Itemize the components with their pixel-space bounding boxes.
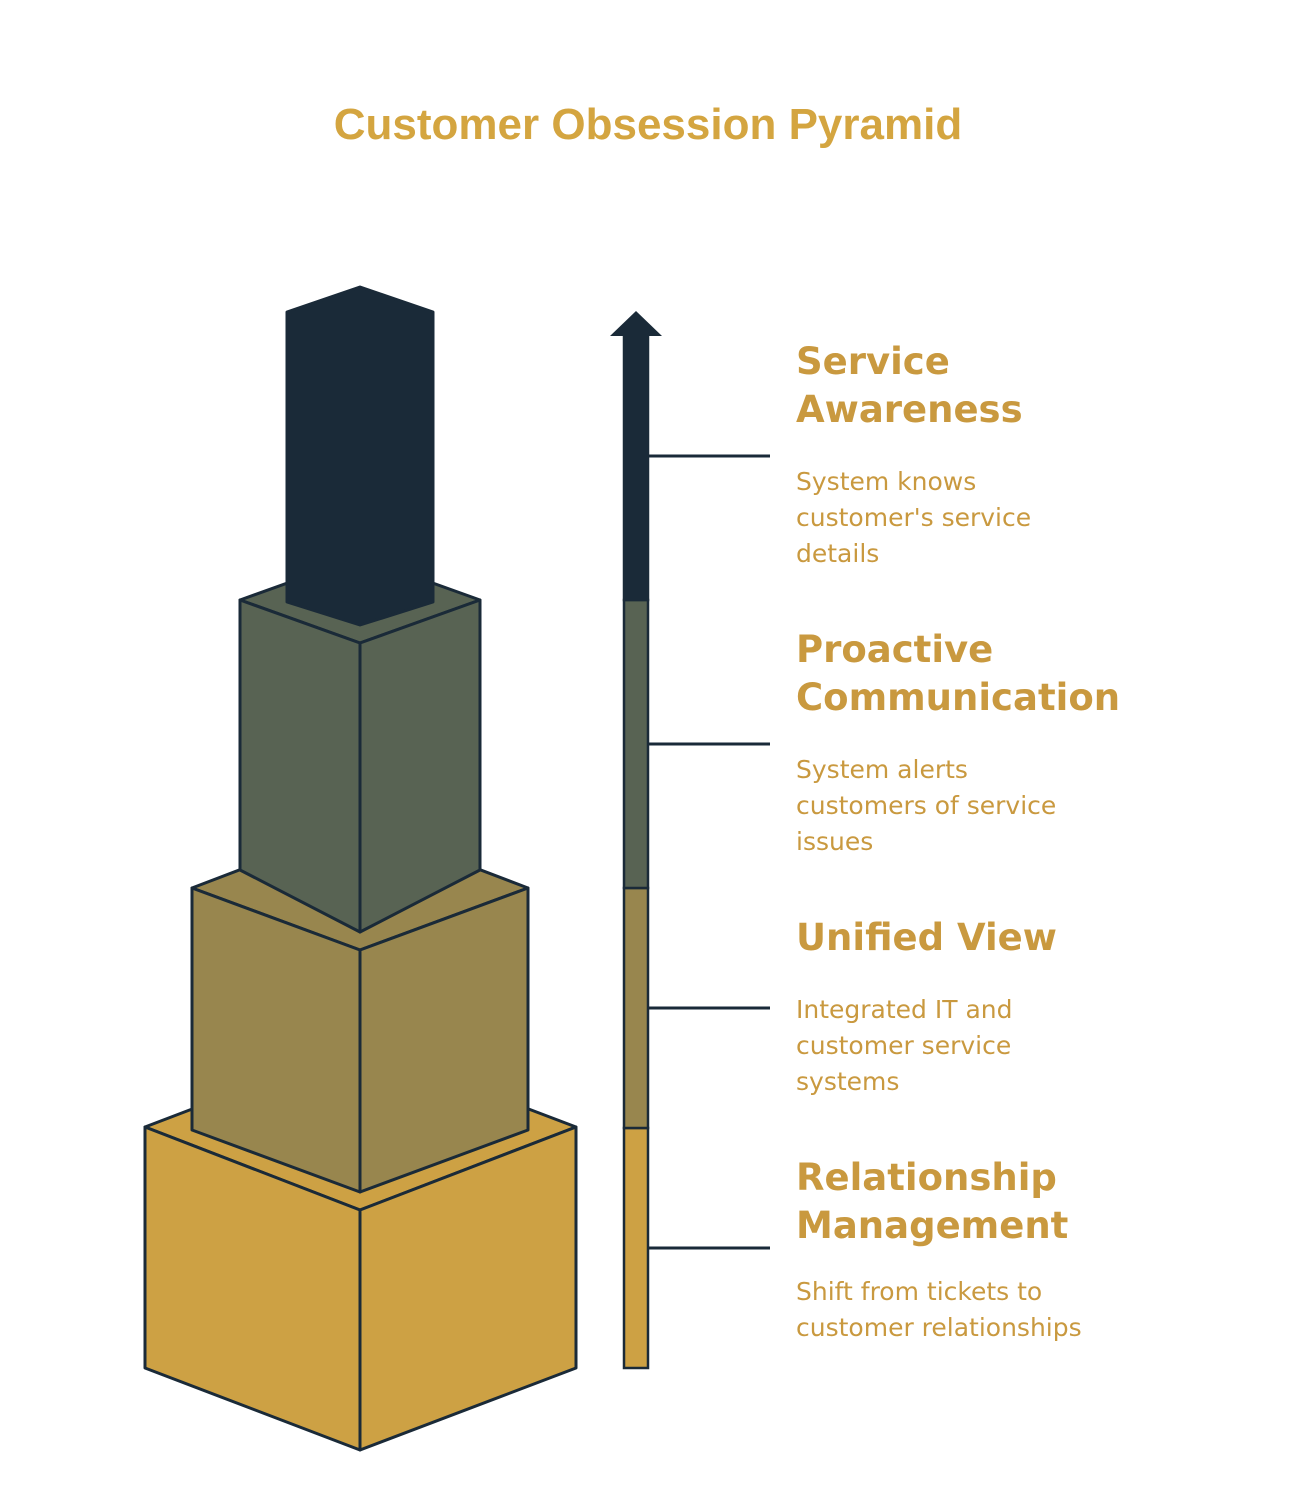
- progress-arrow: [610, 311, 662, 1370]
- level-heading-unified-view: Unified View: [796, 916, 1057, 959]
- block-unified-view: [190, 822, 530, 1194]
- connector-lines: [648, 454, 770, 1250]
- block-service-awareness: [285, 285, 435, 627]
- pyramid-blocks: [143, 285, 578, 1452]
- arrow-up-icon: [610, 311, 662, 336]
- page-title: Customer Obsession Pyramid: [333, 100, 963, 149]
